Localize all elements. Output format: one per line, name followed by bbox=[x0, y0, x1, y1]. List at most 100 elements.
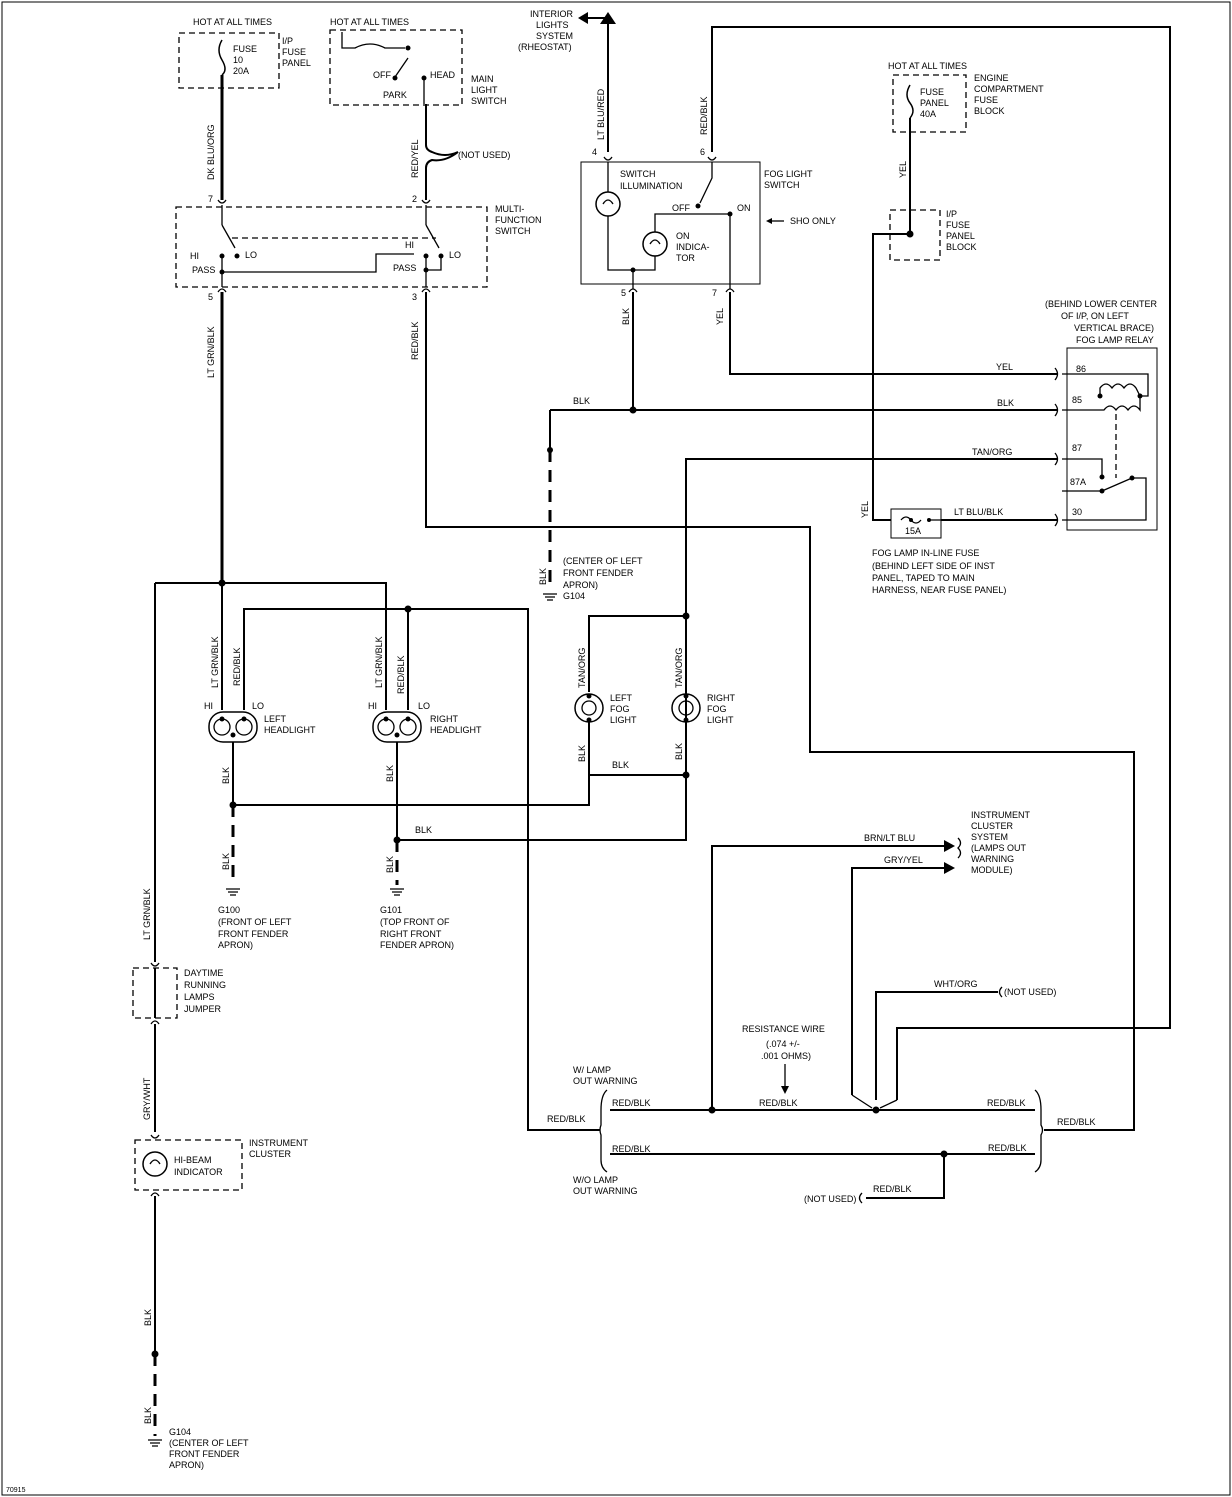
connector-bottom-fog-switch bbox=[628, 288, 735, 293]
wire-label-red-blk-bus-right: RED/BLK bbox=[1057, 1117, 1096, 1127]
g101-note-1: (TOP FRONT OF bbox=[380, 917, 450, 927]
inline-fuse-label-1: FOG LAMP IN-LINE FUSE bbox=[872, 548, 979, 558]
fuse-40a-symbol bbox=[906, 84, 914, 119]
w-lamp-label-1: W/ LAMP bbox=[573, 1065, 611, 1075]
mf-pass-link bbox=[221, 253, 414, 273]
g100-note-1: (FRONT OF LEFT bbox=[218, 917, 292, 927]
wire-label-lt-grn-blk: LT GRN/BLK bbox=[206, 326, 216, 378]
ip-fuse-panel-box bbox=[178, 32, 280, 89]
right-hl-lo: LO bbox=[418, 701, 430, 711]
fuse-40a-label-3: 40A bbox=[920, 109, 936, 119]
right-fog-label-2: FOG bbox=[707, 704, 727, 714]
inline-fuse-label-2: (BEHIND LEFT SIDE OF INST bbox=[872, 561, 995, 571]
multifunction-switch-box bbox=[175, 206, 488, 288]
pin-2-label: 2 bbox=[412, 194, 417, 204]
switch-illumination-bulb bbox=[595, 191, 621, 217]
wire-label-yel-4: YEL bbox=[860, 501, 870, 518]
main-light-switch-label-2: LIGHT bbox=[471, 85, 498, 95]
indicator-label-2: INDICA- bbox=[676, 242, 710, 252]
wire-label-blk-3: BLK bbox=[997, 398, 1014, 408]
figure-code: 70915 bbox=[6, 1487, 26, 1494]
mf-pass-left: PASS bbox=[192, 265, 215, 275]
drl-label-1: DAYTIME bbox=[184, 968, 223, 978]
wire-label-yel-1: YEL bbox=[715, 308, 725, 325]
ground-g100-symbol bbox=[226, 888, 240, 896]
left-hl-lo: LO bbox=[252, 701, 264, 711]
wire-label-blk-fogs: BLK bbox=[612, 760, 629, 770]
g101-label: G101 bbox=[380, 905, 402, 915]
wire-label-red-blk-rhl: RED/BLK bbox=[396, 655, 406, 694]
wire-label-blk-rfog: BLK bbox=[674, 743, 684, 760]
mf-label-1: MULTI- bbox=[495, 204, 524, 214]
main-switch-off-label: OFF bbox=[373, 70, 391, 80]
right-bus-bracket bbox=[1034, 1089, 1044, 1173]
engine-label-3: FUSE bbox=[974, 95, 998, 105]
wire-wht-org bbox=[875, 991, 998, 1100]
wire-yel-to-inline-fuse bbox=[872, 233, 910, 521]
interior-lights-label-1: INTERIOR bbox=[530, 9, 574, 19]
hibeam-label-2: INDICATOR bbox=[174, 1167, 223, 1177]
wo-lamp-label-1: W/O LAMP bbox=[573, 1175, 618, 1185]
fuse-40a-label-1: FUSE bbox=[920, 87, 944, 97]
relay-pin-87: 87 bbox=[1072, 443, 1082, 453]
wire-label-lt-grn-blk-2: LT GRN/BLK bbox=[210, 636, 220, 688]
wire-label-red-blk-bus-1a: RED/BLK bbox=[612, 1098, 651, 1108]
drl-label-3: LAMPS bbox=[184, 992, 215, 1002]
relay-86-path bbox=[1062, 373, 1149, 397]
wire-label-red-blk-bus-2b: RED/BLK bbox=[988, 1143, 1027, 1153]
mf-lo-right: LO bbox=[449, 250, 461, 260]
g101-note-2: RIGHT FRONT bbox=[380, 929, 442, 939]
main-switch-feed bbox=[341, 32, 405, 49]
pin-5b-label: 5 bbox=[621, 288, 626, 298]
wire-tan-org-left-fog bbox=[588, 615, 686, 692]
hot-at-all-times-label-3: HOT AT ALL TIMES bbox=[888, 61, 967, 71]
g104-label: G104 bbox=[563, 591, 585, 601]
fuse-10-symbol bbox=[218, 39, 226, 76]
engine-fuse-block-box bbox=[892, 74, 967, 133]
ip-fuse-panel-label-3: PANEL bbox=[282, 58, 311, 68]
illumination-label: ILLUMINATION bbox=[620, 181, 682, 191]
wire-label-blk-g100: BLK bbox=[221, 853, 231, 870]
mf-label-2: FUNCTION bbox=[495, 215, 542, 225]
wire-label-red-blk-bus-1b: RED/BLK bbox=[759, 1098, 798, 1108]
wo-lamp-label-2: OUT WARNING bbox=[573, 1186, 638, 1196]
wire-blk-left-fog bbox=[233, 722, 590, 806]
right-headlight-label-2: HEADLIGHT bbox=[430, 725, 482, 735]
main-switch-head-label: HEAD bbox=[430, 70, 456, 80]
not-used-label-bottom: (NOT USED) bbox=[804, 1194, 856, 1204]
wire-label-blk-g101-h: BLK bbox=[415, 825, 432, 835]
right-hl-hi: HI bbox=[368, 701, 377, 711]
pin-7-label: 7 bbox=[208, 194, 213, 204]
g100-note-2: FRONT FENDER bbox=[218, 929, 289, 939]
wire-label-blk-2: BLK bbox=[573, 396, 590, 406]
pin-4-label: 4 bbox=[592, 147, 597, 157]
fuse-10-rating: 20A bbox=[233, 66, 249, 76]
wire-red-blk-not-used bbox=[866, 1154, 945, 1199]
connector-bottom-mf bbox=[217, 288, 431, 293]
cluster-bracket bbox=[957, 837, 962, 859]
ip-fuse-panel-label-2: FUSE bbox=[282, 47, 306, 57]
relay-coil-top bbox=[1099, 383, 1141, 397]
relay-note-2: OF I/P, ON LEFT bbox=[1061, 311, 1129, 321]
mf-switch-blade-left bbox=[221, 224, 236, 249]
ground-g101-symbol bbox=[390, 888, 404, 896]
wire-red-blk-lo-branch bbox=[243, 608, 600, 1131]
interior-lights-label-4: (RHEOSTAT) bbox=[518, 42, 572, 52]
hibeam-label-1: HI-BEAM bbox=[174, 1155, 212, 1165]
wire-label-gry-yel: GRY/YEL bbox=[884, 855, 923, 865]
hibeam-cluster-label-1: INSTRUMENT bbox=[249, 1138, 308, 1148]
wire-label-wht-org: WHT/ORG bbox=[934, 979, 978, 989]
engine-label-1: ENGINE bbox=[974, 73, 1009, 83]
wire-label-tan-org-2: TAN/ORG bbox=[577, 648, 587, 688]
g104-note-1: (CENTER OF LEFT bbox=[563, 556, 643, 566]
fog-light-switch-box bbox=[580, 161, 761, 285]
wire-label-blk-1: BLK bbox=[621, 308, 631, 325]
cluster-label-2: CLUSTER bbox=[971, 821, 1014, 831]
left-fog-label-3: LIGHT bbox=[610, 715, 637, 725]
on-indicator-bulb bbox=[642, 231, 668, 257]
hot-at-all-times-label-2: HOT AT ALL TIMES bbox=[330, 17, 409, 27]
ip-fuse-block-label-2: FUSE bbox=[946, 220, 970, 230]
left-headlight-label-1: LEFT bbox=[264, 714, 287, 724]
mf-hi-right: HI bbox=[405, 240, 414, 250]
